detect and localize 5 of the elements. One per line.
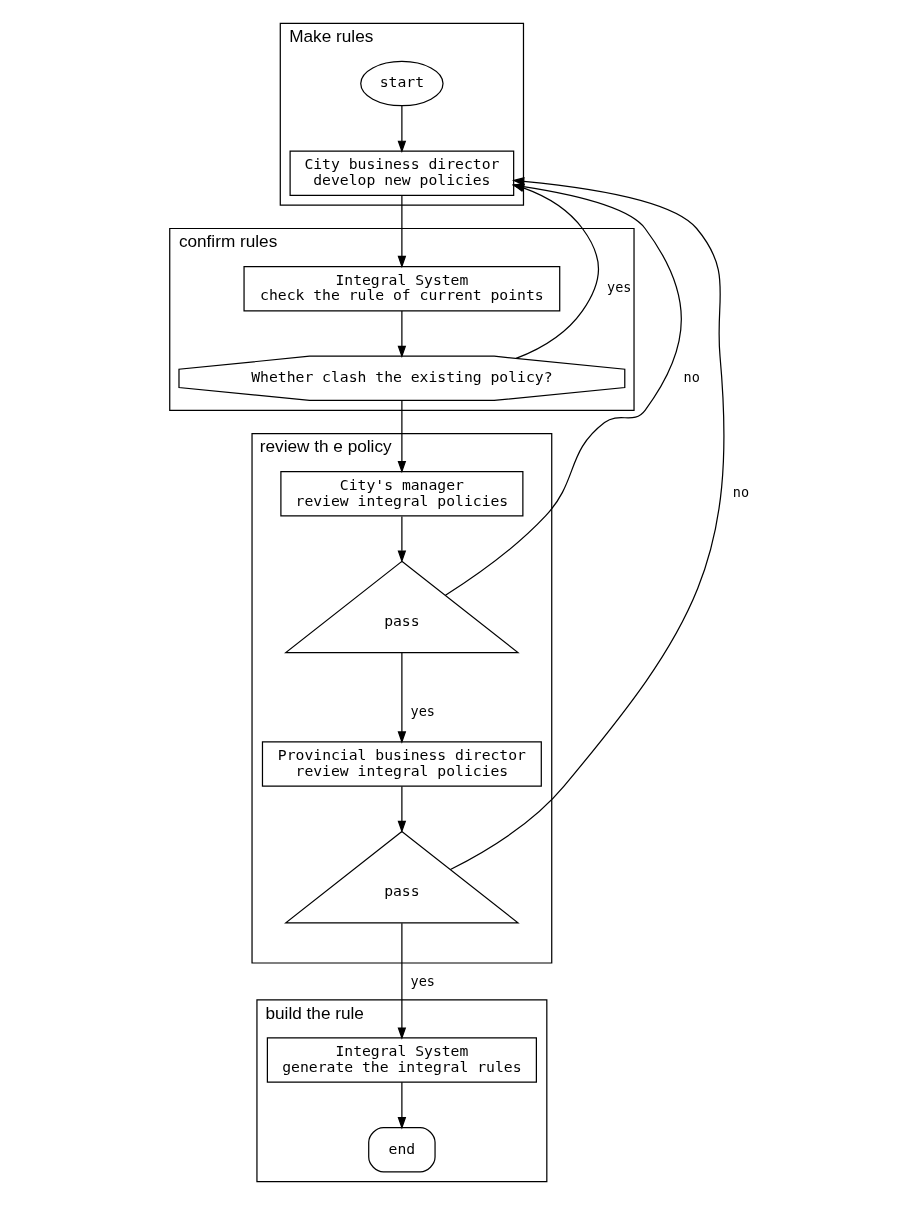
edge-label: no (683, 368, 700, 385)
edge-label: no (732, 484, 750, 501)
edge-label: yes (607, 279, 632, 296)
edge-label: yes (410, 973, 435, 990)
edge-label: yes (410, 702, 435, 719)
